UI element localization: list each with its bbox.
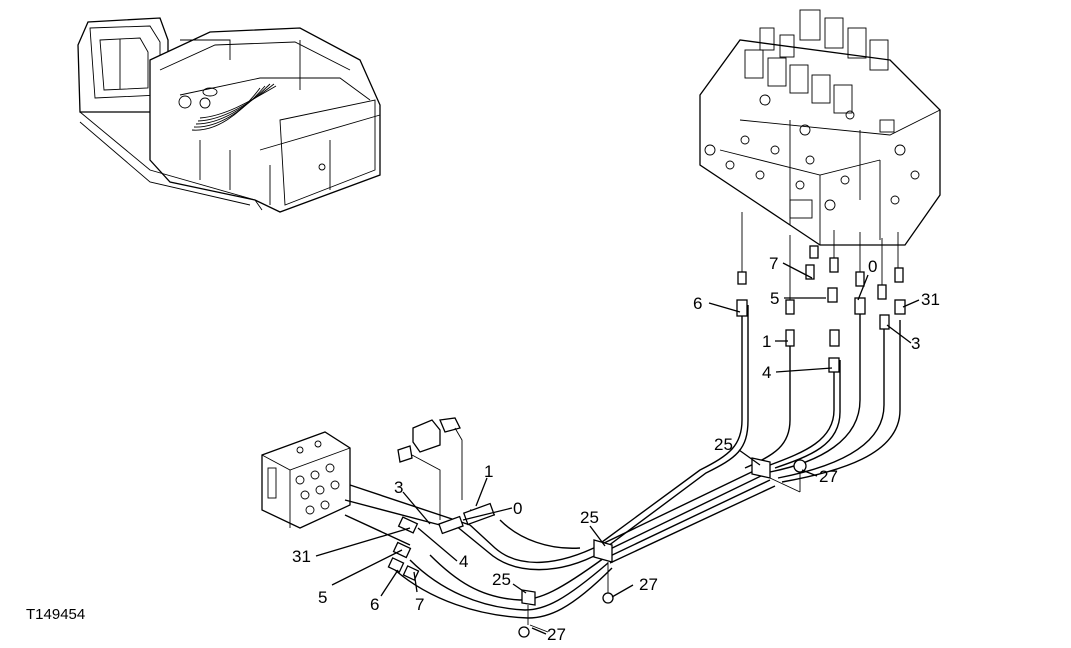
- callout-7-upper: 7: [769, 254, 778, 273]
- callout-1-lower: 1: [484, 462, 493, 481]
- callout-5-upper: 5: [770, 289, 779, 308]
- upper-hose-fittings: [736, 212, 906, 373]
- callout-4-upper: 4: [762, 363, 771, 382]
- pilot-manifold-block: [261, 431, 351, 529]
- callout-25-lower-clamp: 25: [492, 570, 511, 589]
- callout-labels: 7 6 5 0 31 1 3 4 25 27 1 0 3 4 25 27 31 …: [26, 254, 940, 644]
- callout-27-lower-bolt: 27: [547, 625, 566, 644]
- callout-leader-lines: [315, 262, 920, 635]
- callout-0-lower: 0: [513, 499, 522, 518]
- hydraulic-hose-bundle: [344, 300, 901, 619]
- callout-25-mid-clamp: 25: [580, 508, 599, 527]
- callout-25-upper-clamp: 25: [714, 435, 733, 454]
- callout-6-upper: 6: [693, 294, 702, 313]
- callout-27-upper-bolt: 27: [819, 467, 838, 486]
- callout-1-upper: 1: [762, 332, 771, 351]
- figure-id: T149454: [26, 606, 85, 623]
- callout-0-upper: 0: [868, 257, 877, 276]
- pressure-switch-fittings: [397, 417, 463, 520]
- callout-5-lower: 5: [318, 588, 327, 607]
- control-valve-assembly: [699, 9, 941, 246]
- clamp-and-bolt-hardware: [518, 457, 807, 638]
- excavator-locator-illustration: [77, 17, 381, 213]
- callout-31-lower: 31: [292, 547, 311, 566]
- callout-6-lower: 6: [370, 595, 379, 614]
- callout-27-mid-bolt: 27: [639, 575, 658, 594]
- callout-7-lower: 7: [415, 595, 424, 614]
- locator-hose-bundle-icon: [191, 83, 277, 131]
- callout-4-lower: 4: [459, 552, 468, 571]
- callout-3-lower: 3: [394, 478, 403, 497]
- callout-3-upper: 3: [911, 334, 920, 353]
- callout-31-upper: 31: [921, 290, 940, 309]
